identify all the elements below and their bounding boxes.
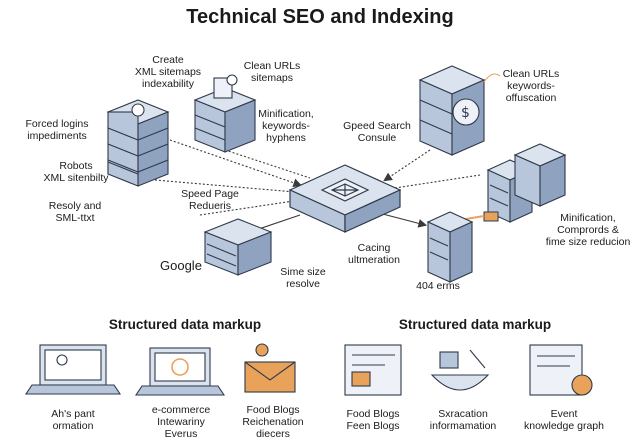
label-create-xml: Create XML sitemaps indexability [134, 54, 202, 90]
label-cacing: Cacing ultmeration [348, 242, 400, 266]
label-minification-keywords: Minification, keywords- hyphens [258, 108, 314, 144]
central-hub [288, 164, 402, 233]
label-forced-logins: Forced logins impediments [25, 118, 89, 142]
label-minification-compress: Minification, Comprords & fime size redu… [545, 212, 631, 248]
connector-right-mid [394, 174, 481, 189]
server-left-bottom [203, 218, 273, 276]
item-label-6: Event knowledge graph [524, 408, 604, 432]
section-title-left: Structured data markup [108, 317, 262, 332]
server-right-top: $ [418, 65, 501, 156]
label-404-errors: 404 erms [416, 280, 460, 292]
item-label-2: e-commerce Intewariny Everus [151, 404, 211, 440]
laptop-icon-2 [134, 347, 226, 396]
connector-left-top [169, 139, 303, 187]
laptop-icon-1 [24, 344, 122, 395]
connector-right-top [383, 149, 431, 182]
item-label-3: Food Blogs Reichenation diecers [242, 404, 304, 440]
server-right-bottom [426, 211, 474, 283]
sitemap-server [193, 74, 257, 153]
label-speed-page: Speed Page Redueris [181, 188, 239, 212]
label-clean-urls-keywords: Clean URLs keywords- offuscation [502, 68, 560, 104]
item-label-4: Food Blogs Feen Blogs [346, 408, 400, 432]
svg-text:$: $ [461, 105, 470, 121]
page-title: Technical SEO and Indexing [186, 6, 454, 28]
label-resoly-sml: Resoly and SML-ttxt [48, 200, 102, 224]
server-right-stack [486, 143, 567, 223]
knowledge-graph-icon [529, 344, 593, 396]
item-label-1: Ah's pant ormation [51, 408, 95, 432]
server-stack-left [106, 99, 170, 187]
connector-robots [154, 179, 296, 193]
section-title-right: Structured data markup [398, 317, 552, 332]
label-speed-search-console: Gpeed Search Consule [343, 120, 411, 144]
label-sime-size: Sime size resolve [280, 266, 326, 290]
label-clean-urls-sitemaps: Clean URLs sitemaps [243, 60, 301, 84]
connector-sitemap [224, 149, 311, 179]
label-google: Google [160, 258, 202, 273]
connector-speed [199, 199, 301, 216]
bowl-icon [430, 349, 490, 391]
envelope-icon [244, 343, 296, 393]
item-label-5: Sxracation informamation [429, 408, 497, 432]
document-icon [344, 344, 402, 396]
label-robots-xml: Robots XML sitenbilty [43, 160, 109, 184]
